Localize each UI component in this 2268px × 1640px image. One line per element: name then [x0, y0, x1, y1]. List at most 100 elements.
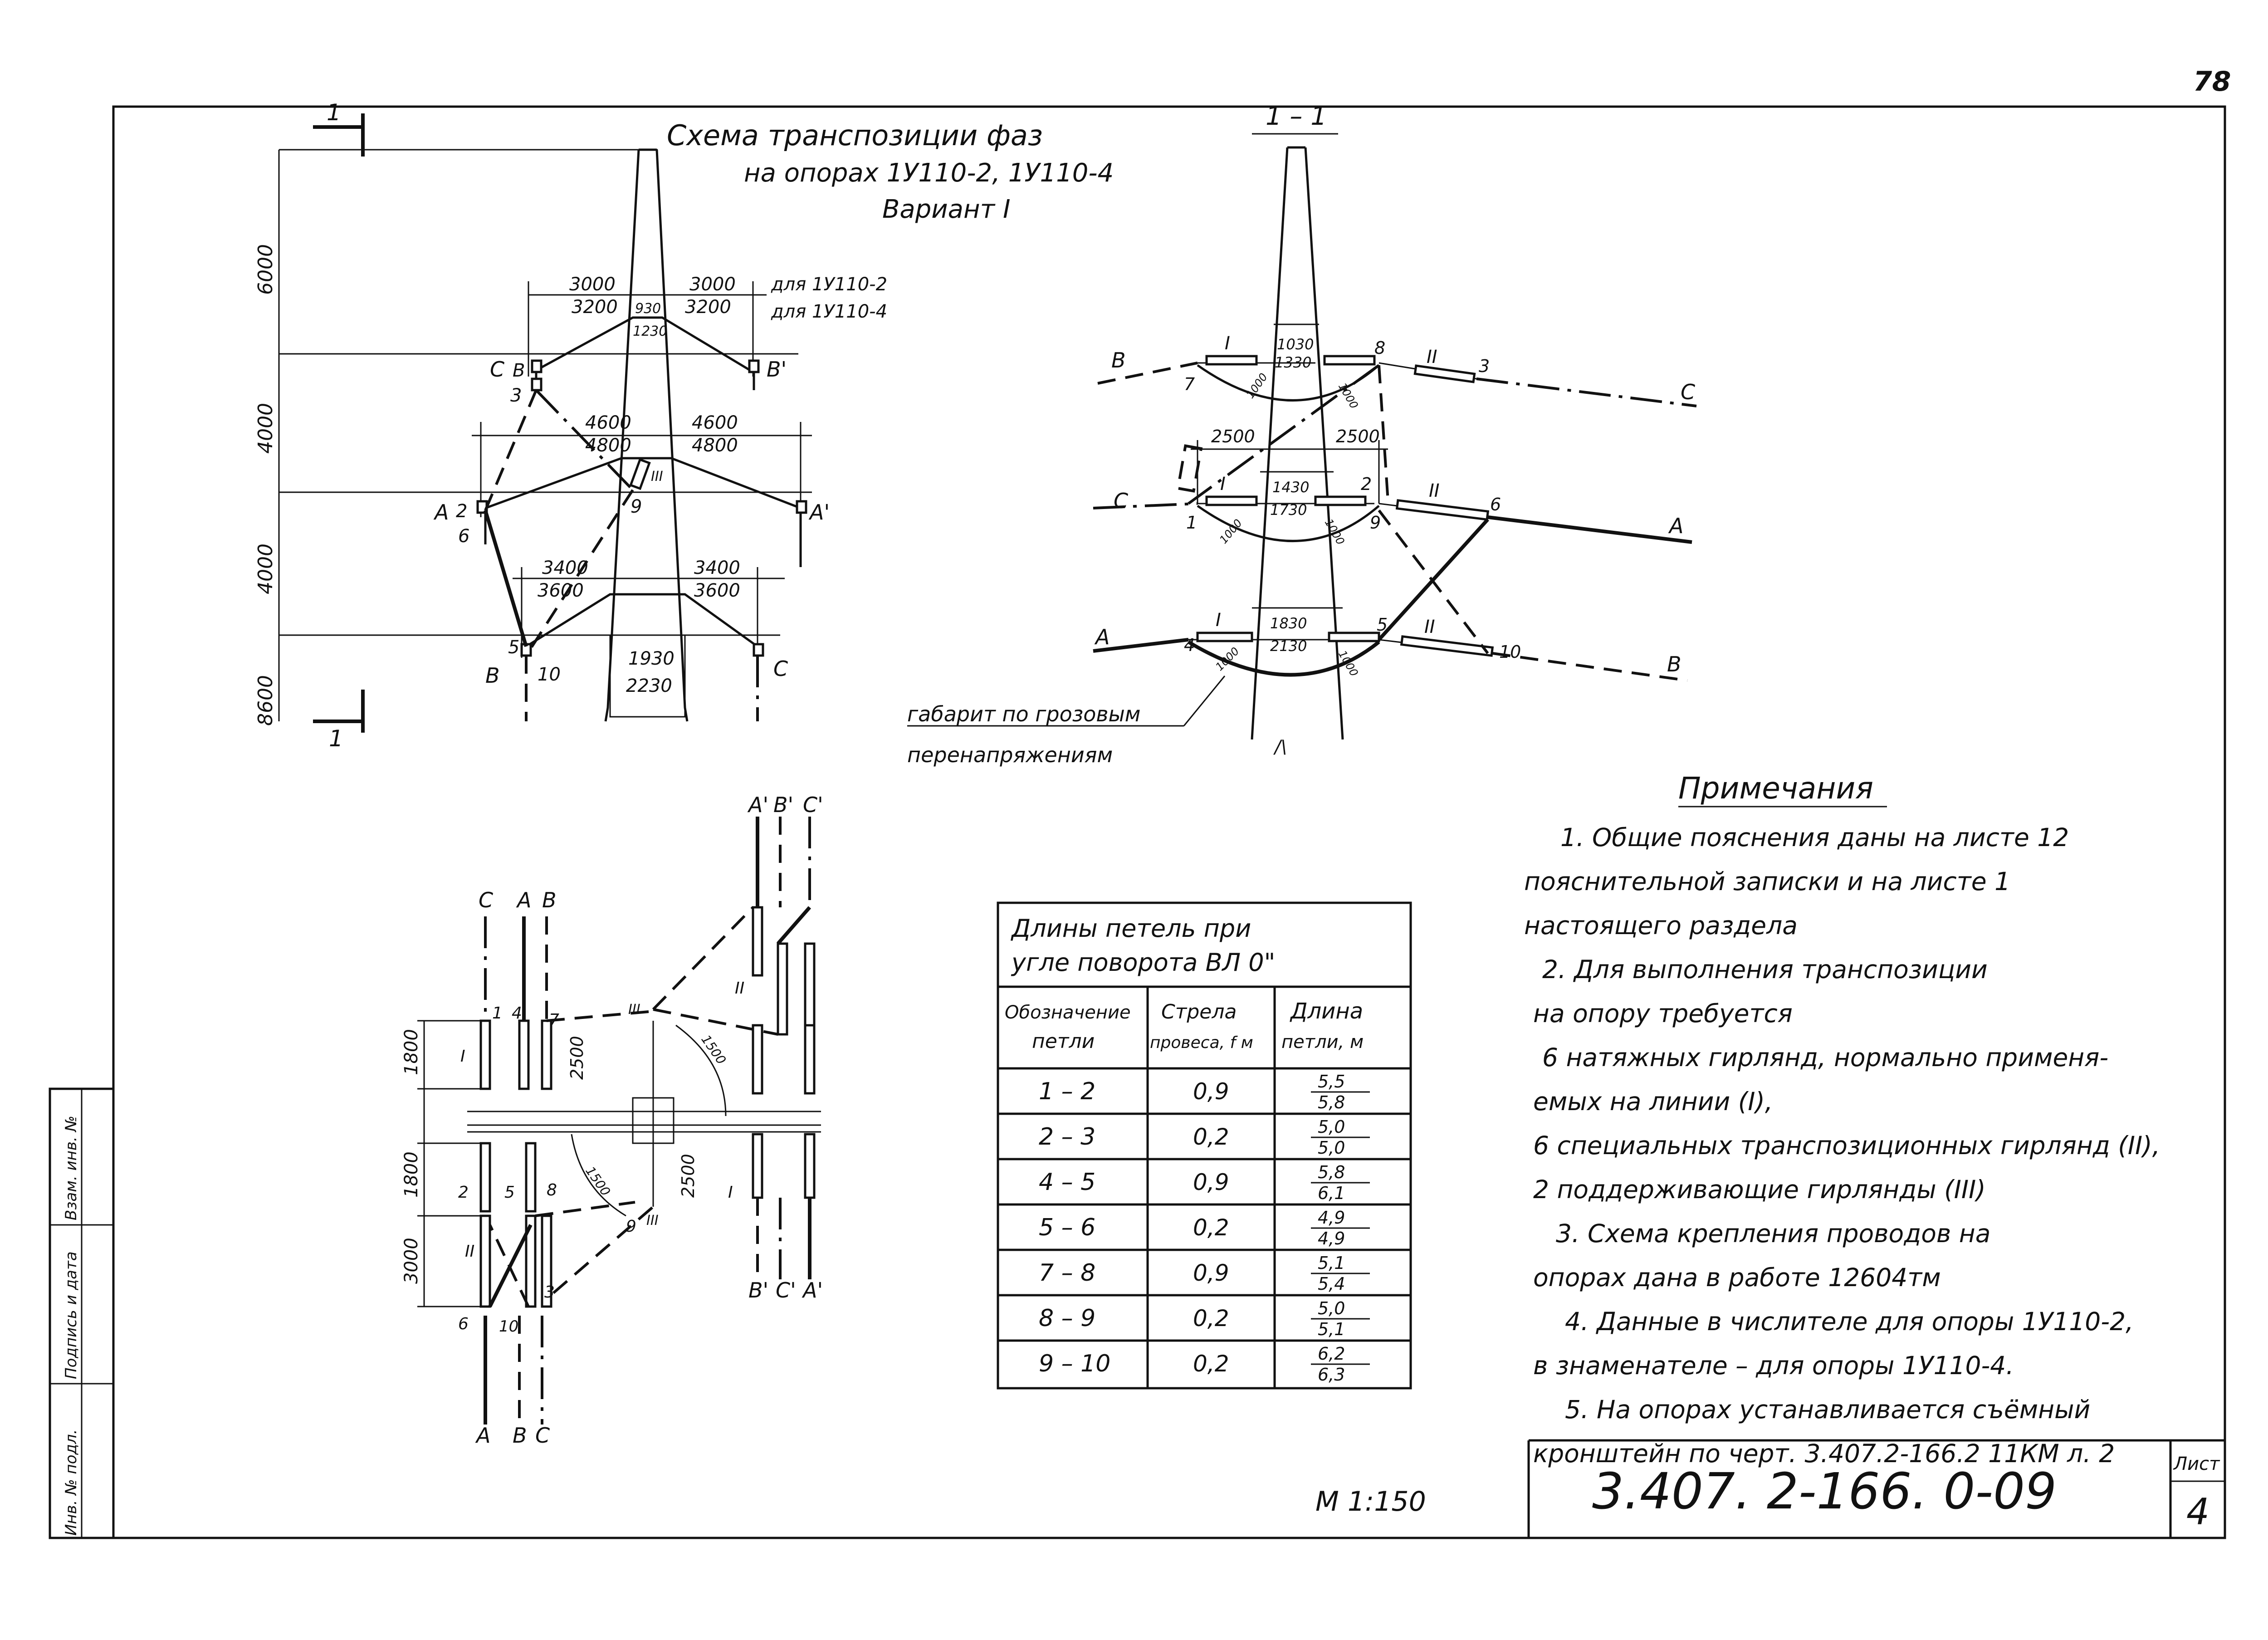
note-1u110-2: для 1У110-2	[771, 274, 887, 295]
plan-rb-A: A'	[802, 1278, 823, 1302]
table-cell-sag: 0,9	[1193, 1169, 1229, 1195]
plan-node-5: 5	[504, 1183, 515, 1202]
note-1u110-4: для 1У110-4	[771, 301, 887, 322]
table-header-sag-1: Стрела	[1161, 1000, 1237, 1023]
title-stamp: 3.407. 2-166. 0-09 Лист 4	[1527, 1439, 2225, 1538]
plan-roman-II-right: II	[735, 979, 744, 998]
plan-node-9: 9	[626, 1217, 636, 1236]
note-line: опорах дана в работе 12604тм	[1533, 1263, 1941, 1292]
front-view-tower: 6000 4000 4000 8600 3000 3200 3000 3200 …	[254, 148, 887, 726]
plan-lt-C: C	[479, 888, 493, 912]
side-low-roman-II: II	[1424, 617, 1435, 637]
table-cell-length-num: 6,2	[1318, 1344, 1345, 1364]
node-3-front: 3	[510, 385, 522, 406]
plan-rt-C: C'	[803, 793, 823, 817]
low-arm-3400-left: 3400	[542, 558, 588, 578]
plan-roman-II: II	[465, 1242, 474, 1261]
section-mark-bottom: 1	[313, 690, 365, 752]
title-line1: Схема транспозиции фаз	[667, 119, 1043, 152]
side-top-1030: 1030	[1277, 336, 1314, 353]
svg-text:1 – 1: 1 – 1	[1266, 102, 1327, 131]
mid-arm-4600-left: 4600	[585, 412, 631, 433]
table-cell-length-num: 5,8	[1318, 1162, 1345, 1182]
table-cell-length-den: 5,1	[1318, 1319, 1345, 1339]
side-top-node-8: 8	[1374, 338, 1385, 358]
clearance-note-1: габарит по грозовым	[907, 702, 1141, 726]
table-header-sag-2: провеса, f м	[1150, 1033, 1253, 1052]
strip-replace-label: Взам. инв. №	[62, 1116, 80, 1220]
table-cell-loop: 1 – 2	[1039, 1078, 1095, 1105]
side-mid-A: A	[1668, 514, 1683, 538]
sheet-label: Лист	[2173, 1454, 2220, 1474]
side-low-A: A	[1094, 625, 1110, 649]
notes-block: Примечания 1. Общие пояснения даны на ли…	[1524, 771, 2160, 1468]
upper-arm-3200-left: 3200	[572, 297, 618, 318]
side-mid-node-2: 2	[1361, 474, 1372, 494]
roman-III-front: III	[651, 469, 663, 485]
table-cell-sag: 0,2	[1193, 1305, 1229, 1332]
table-cell-sag: 0,2	[1193, 1214, 1229, 1241]
table-title-2: угле поворота ВЛ 0"	[1011, 948, 1275, 977]
table-cell-loop: 8 – 9	[1039, 1305, 1095, 1332]
side-top-r2: 1000	[1336, 381, 1361, 411]
table-header-loop-2: петли	[1032, 1030, 1095, 1053]
svg-text:1: 1	[327, 99, 341, 126]
plan-node-2: 2	[458, 1183, 469, 1202]
low-arm-3600-left: 3600	[538, 580, 584, 601]
table-header-len-1: Длина	[1290, 999, 1363, 1024]
title-line2: на опорах 1У110-2, 1У110-4	[744, 158, 1114, 188]
low-arm-3400-right: 3400	[694, 558, 740, 578]
upper-arm-3200-right: 3200	[685, 297, 731, 318]
plan-rt-A: A'	[747, 793, 768, 817]
plan-node-7: 7	[549, 1011, 559, 1029]
upper-arm-930: 930	[635, 301, 661, 317]
plan-roman-III: III	[628, 1002, 640, 1018]
table-header-loop-1: Обозначение	[1005, 1002, 1131, 1023]
table-cell-sag: 0,2	[1193, 1124, 1229, 1150]
table-title-1: Длины петель при	[1011, 914, 1251, 943]
note-line: емых на линии (I),	[1533, 1087, 1773, 1116]
table-cell-loop: 7 – 8	[1039, 1259, 1095, 1287]
table-cell-length-den: 5,4	[1318, 1274, 1345, 1294]
table-header-len-2: петли, м	[1281, 1032, 1364, 1053]
side-top-roman-I: I	[1225, 333, 1230, 354]
side-low-1830: 1830	[1270, 615, 1307, 632]
table-cell-length-num: 5,1	[1318, 1253, 1345, 1273]
low-arm-2230: 2230	[626, 676, 672, 696]
table-cell-loop: 9 – 10	[1039, 1350, 1110, 1377]
section-title: 1 – 1	[1252, 102, 1338, 135]
table-cell-length-num: 5,0	[1318, 1117, 1345, 1137]
side-low-node-10: 10	[1499, 642, 1521, 662]
front-dim-4000-a: 4000	[254, 403, 277, 454]
table-cell-length-den: 6,1	[1318, 1183, 1345, 1203]
left-side-strip: Инв. № подл. Подпись и дата Взам. инв. №	[49, 1087, 115, 1539]
note-line: 2. Для выполнения транспозиции	[1542, 955, 1988, 984]
svg-text:1: 1	[329, 725, 343, 752]
diagram-title: Схема транспозиции фаз на опорах 1У110-2…	[667, 119, 1114, 224]
note-line: 5. На опорах устанавливается съёмный	[1565, 1395, 2090, 1424]
note-line: 6 специальных транспозиционных гирлянд (…	[1533, 1131, 2160, 1160]
side-top-node-7: 7	[1184, 374, 1195, 394]
node-10-front: 10	[538, 664, 561, 685]
page-number: 78	[2193, 66, 2231, 98]
strip-sign-label: Подпись и дата	[62, 1251, 80, 1379]
title-line3: Вариант I	[882, 195, 1011, 224]
note-line: пояснительной записки и на листе 1	[1524, 867, 2010, 896]
table-cell-length-num: 5,5	[1318, 1072, 1345, 1092]
table-cell-loop: 4 – 5	[1039, 1169, 1095, 1196]
table-cell-loop: 2 – 3	[1039, 1123, 1095, 1150]
note-line: кронштейн по черт. 3.407.2-166.2 11КМ л.…	[1533, 1439, 2115, 1468]
doc-code: 3.407. 2-166. 0-09	[1592, 1462, 2057, 1520]
upper-arm-1230: 1230	[633, 323, 667, 339]
plan-dim-1800-a: 1800	[401, 1029, 422, 1075]
plan-lb-C: C	[535, 1423, 550, 1448]
upper-arm-3000-left: 3000	[569, 274, 616, 295]
side-top-node-3: 3	[1479, 356, 1490, 376]
plan-roman-I-right: I	[728, 1183, 733, 1202]
plan-roman-I: I	[460, 1047, 465, 1066]
plan-dim-2500-b: 2500	[678, 1154, 698, 1198]
front-dim-6000: 6000	[254, 244, 277, 295]
side-mid-r2: 1000	[1322, 517, 1347, 547]
phase-label-B-upper: B	[513, 360, 525, 381]
upper-arm-3000-right: 3000	[689, 274, 736, 295]
